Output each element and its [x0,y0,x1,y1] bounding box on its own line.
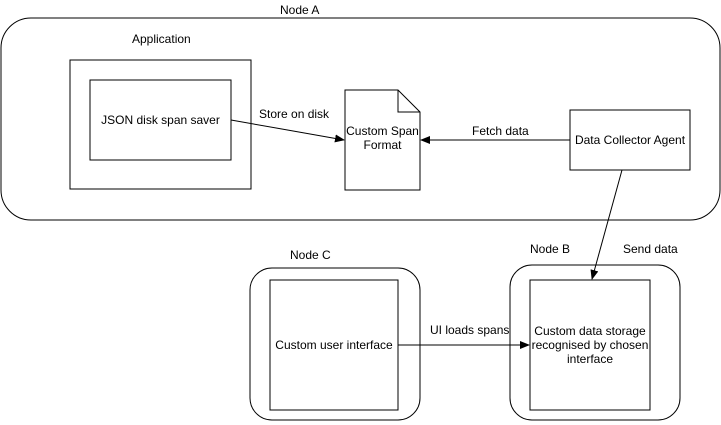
node-c-container [249,267,421,421]
node-c-label: Node C [290,248,331,262]
json-saver-text: JSON disk span saver [101,113,220,127]
custom-storage-box [529,279,651,411]
store-on-disk-label: Store on disk [259,107,330,121]
node-a-label: Node A [280,3,320,17]
node-a-container [0,17,721,221]
custom-ui-text: Custom user interface [275,338,393,352]
application-outer-box [69,59,252,190]
node-b-label: Node B [530,242,571,256]
ui-loads-spans-label: UI loads spans [430,323,510,337]
node-b-container [509,264,681,421]
document-fold [397,90,420,113]
custom-span-format-text: Custom Span Format [346,124,419,152]
fetch-data-label: Fetch data [472,124,529,138]
custom-span-format-document [344,89,421,191]
custom-storage-text: Custom data storage recognised by chosen… [531,324,649,366]
edge-send-data [590,169,623,280]
edge-store-on-disk [230,119,345,143]
application-label: Application [132,32,191,46]
data-collector-text: Data Collector Agent [574,133,686,147]
send-data-label: Send data [623,242,678,256]
